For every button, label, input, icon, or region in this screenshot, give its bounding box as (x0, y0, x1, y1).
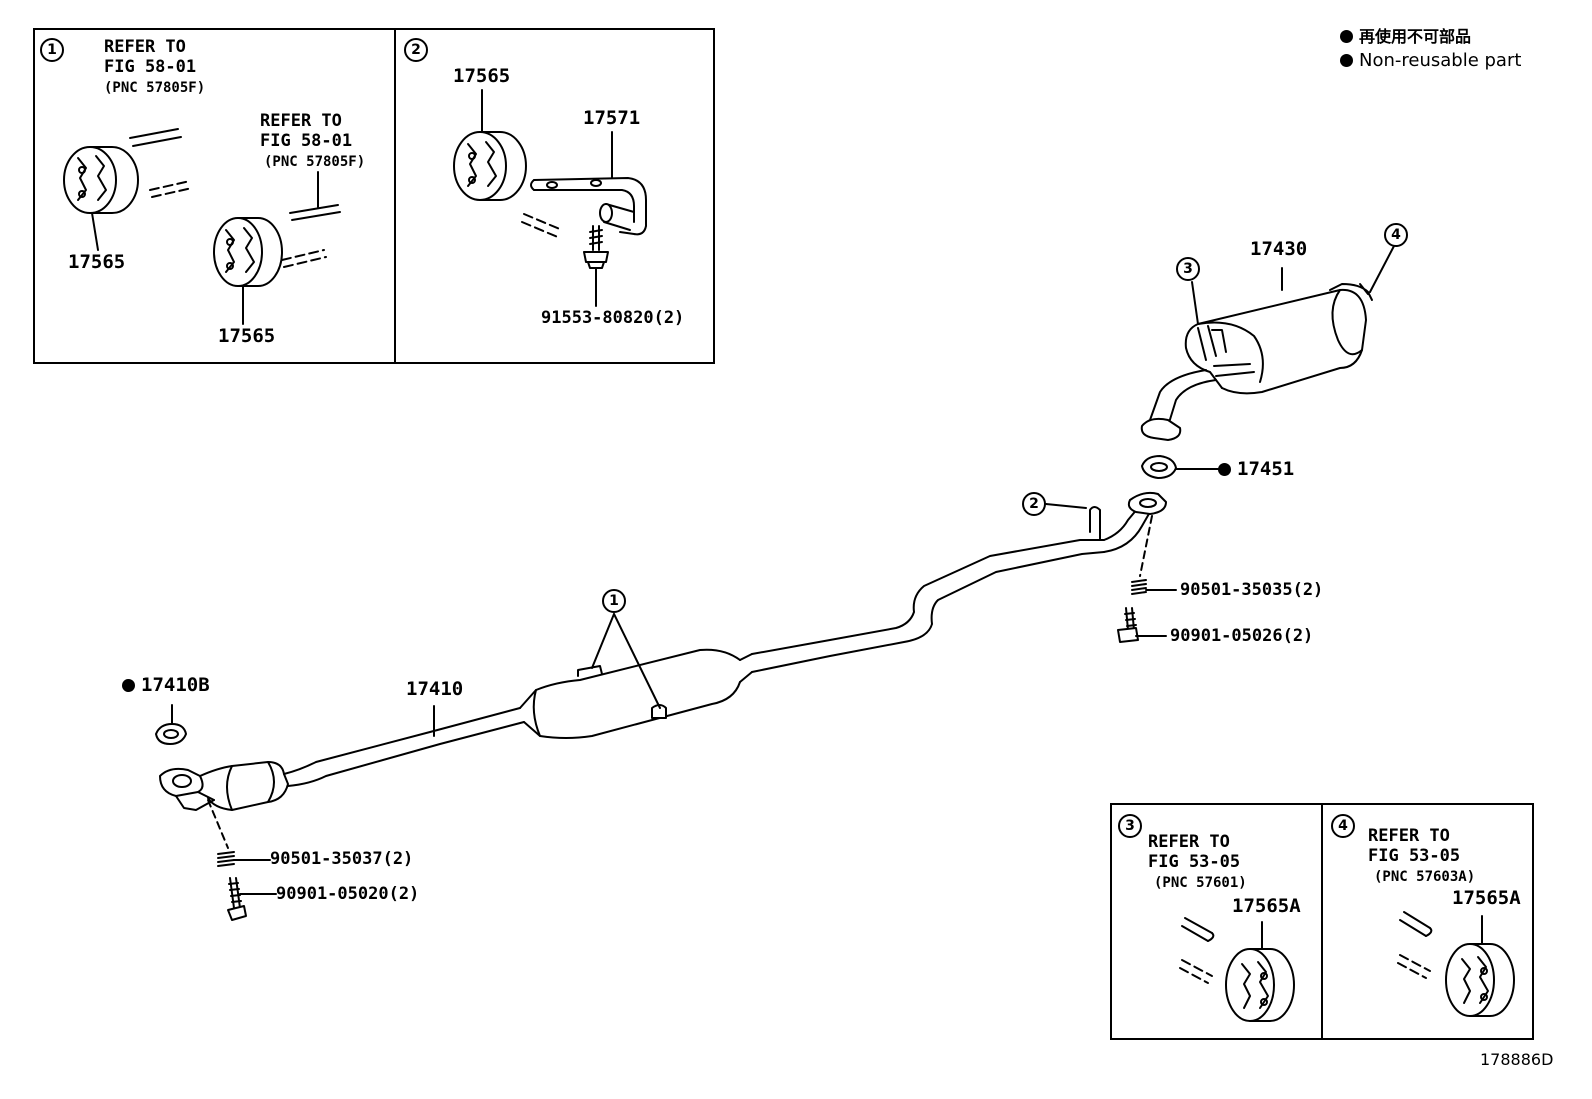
part-number-label: 17410 (406, 678, 464, 700)
center-resonator-icon (519, 648, 753, 739)
rubber-hanger-icon (1225, 948, 1295, 1022)
part-number-label: 17565A (1232, 895, 1301, 917)
pnc-label: (PNC 57601) (1154, 875, 1247, 891)
part-number-label-nonreusable: 17410B (122, 676, 210, 695)
refer-label: REFER TO (1148, 832, 1230, 852)
legend-row-jp: 再使用不可部品 (1340, 25, 1521, 49)
inset1-artwork (63, 128, 341, 325)
inset-box-4 (1321, 803, 1534, 1040)
bolt-rear-icon (1117, 607, 1139, 643)
part-number-text: 17410B (141, 674, 210, 696)
callout-2-main: 2 (1022, 492, 1046, 516)
non-reusable-dot-icon (1340, 30, 1353, 43)
main-exhaust-artwork (155, 245, 1395, 921)
part-number-label: 90501-35035(2) (1180, 580, 1324, 600)
callout-1-inset: 1 (40, 38, 64, 62)
part-number-label: 17565 (453, 65, 511, 87)
callout-2-inset: 2 (404, 38, 428, 62)
part-number-label: 90901-05026(2) (1170, 626, 1314, 646)
non-reusable-dot-icon (122, 679, 135, 692)
bracket-icon (530, 177, 647, 236)
part-number-label: 90901-05020(2) (276, 884, 420, 904)
inset2-artwork (453, 89, 647, 307)
legend: 再使用不可部品 Non-reusable part (1340, 25, 1521, 73)
catalytic-converter-icon (199, 761, 289, 811)
rubber-hanger-icon (63, 146, 139, 214)
diagram-id: 178886D (1480, 1050, 1554, 1069)
fig-label: FIG 58-01 (260, 131, 353, 151)
part-number-label: 90501-35037(2) (270, 849, 414, 869)
fig-label: FIG 53-05 (1148, 852, 1241, 872)
rear-flange-icon (1127, 491, 1167, 515)
part-number-label: 17571 (583, 107, 641, 129)
part-number-text: 17451 (1237, 458, 1295, 480)
callout-4-main: 4 (1384, 223, 1408, 247)
refer-label: REFER TO (104, 37, 186, 57)
refer-label: REFER TO (260, 111, 342, 131)
inset4-artwork (1397, 911, 1515, 1017)
rear-muffler-icon (1184, 283, 1373, 395)
callout-1-main: 1 (602, 589, 626, 613)
part-number-label: 17565A (1452, 887, 1521, 909)
rubber-hanger-icon (453, 131, 527, 201)
part-number-label: 17565 (68, 251, 126, 273)
non-reusable-dot-icon (1340, 54, 1353, 67)
pnc-label: (PNC 57805F) (264, 154, 366, 170)
pnc-label: (PNC 57805F) (104, 80, 206, 96)
fig-label: FIG 58-01 (104, 57, 197, 77)
rubber-hanger-icon (1445, 943, 1515, 1017)
gasket-rear-icon (1141, 455, 1177, 479)
spring-front-icon (217, 851, 235, 867)
callout-3-main: 3 (1176, 257, 1200, 281)
callout-4-inset: 4 (1331, 814, 1355, 838)
fig-label: FIG 53-05 (1368, 846, 1461, 866)
rubber-hanger-icon (213, 217, 283, 287)
bolt-front-icon (227, 877, 247, 921)
inset-box-2 (394, 28, 715, 364)
inset-box-1 (33, 28, 396, 364)
pnc-label: (PNC 57603A) (1374, 869, 1476, 885)
legend-text-en: Non-reusable part (1359, 50, 1522, 71)
legend-text-jp: 再使用不可部品 (1359, 27, 1472, 46)
refer-label: REFER TO (1368, 826, 1450, 846)
part-number-label: 17430 (1250, 238, 1308, 260)
spring-rear-icon (1131, 579, 1147, 595)
flange-bolt-icon (583, 225, 609, 269)
part-number-label-nonreusable: 17451 (1218, 460, 1294, 479)
front-flange-icon (159, 767, 215, 811)
gasket-front-icon (155, 723, 187, 745)
part-number-label: 17565 (218, 325, 276, 347)
inset3-artwork (1179, 917, 1295, 1022)
callout-3-inset: 3 (1118, 814, 1142, 838)
part-number-label: 91553-80820(2) (541, 308, 685, 328)
non-reusable-dot-icon (1218, 463, 1231, 476)
legend-row-en: Non-reusable part (1340, 49, 1521, 73)
